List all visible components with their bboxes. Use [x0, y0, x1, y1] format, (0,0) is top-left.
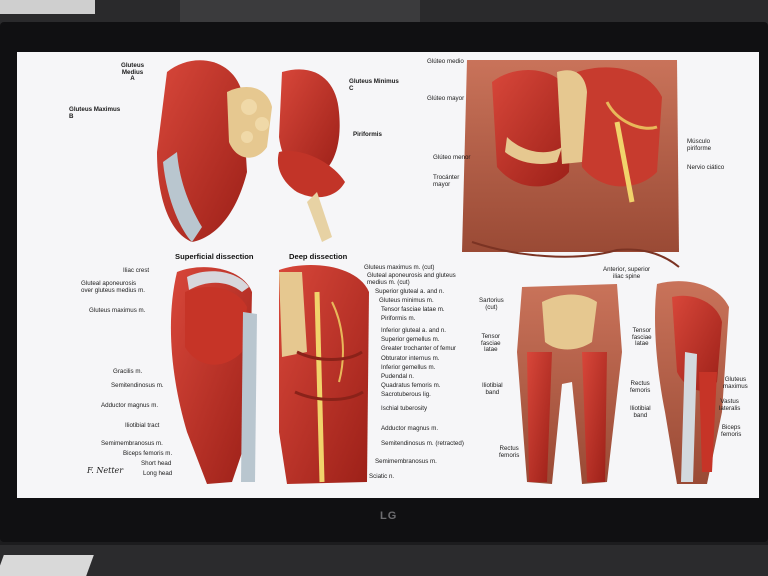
label-gluteus-maximus-m: Gluteus maximus m. [89, 307, 146, 314]
label-gluteus-minimus-m: Gluteus minimus m. [379, 297, 434, 304]
superficial-dissection-illustration [170, 267, 257, 484]
label-adductor-magnus: Adductor magnus m. [101, 402, 159, 409]
label-sciatic-n: Sciatic n. [369, 473, 395, 480]
label-tensor-fasciae-latae-left: Tensor fasciae latae [481, 333, 501, 353]
label-semitendinosus: Semitendinosus m. [111, 382, 164, 389]
label-iliotibial-band-left: Iliotibial band [482, 382, 503, 396]
label-pudendal-n: Pudendal n. [381, 373, 415, 380]
label-gracilis: Gracilis m. [113, 368, 143, 375]
label-semitendinosus-retracted: Semitendinosus m. (retracted) [381, 440, 464, 447]
label-superior-gemellus: Superior gemellus m. [381, 336, 440, 343]
label-rectus-femoris-right: Rectus femoris [630, 380, 651, 394]
label-musculo-piriforme: Músculo piriforme [687, 138, 712, 152]
label-iliac-crest: Iliac crest [123, 267, 150, 274]
label-tensor-fasciae-latae-right: Tensor fasciae latae [632, 327, 652, 347]
label-sacrotuberous-lig: Sacrotuberous lig. [381, 391, 431, 398]
background-object [180, 0, 420, 22]
desk-paper [0, 555, 94, 576]
label-vastus-lateralis: Vastus lateralis [719, 398, 741, 412]
label-inferior-gluteal-a-n: Inferior gluteal a. and n. [381, 327, 447, 334]
deep-dissection-title: Deep dissection [289, 252, 348, 261]
deep-dissection-illustration [279, 265, 369, 484]
label-adductor-magnus-m: Adductor magnus m. [381, 425, 439, 432]
lateral-thigh-illustration [654, 281, 729, 484]
window-light [0, 0, 95, 14]
label-biceps-femoris-lateral: Biceps femoris [721, 424, 742, 438]
label-biceps-femoris: Biceps femoris m. [123, 450, 173, 457]
label-gluteo-mayor: Glúteo mayor [427, 95, 465, 102]
superficial-dissection-title: Superficial dissection [175, 252, 254, 261]
label-sartorius-cut: Sartorius (cut) [479, 297, 504, 311]
label-gluteal-aponeurosis-cut: Gluteal aponeurosis and gluteus medius m… [367, 272, 456, 286]
label-long-head: Long head [143, 470, 173, 477]
label-inferior-gemellus: Inferior gemellus m. [381, 364, 436, 371]
label-ischial-tuberosity: Ischial tuberosity [381, 405, 428, 412]
label-trocanter-mayor: Trocánter mayor [433, 174, 460, 188]
label-gluteus-minimus: Gluteus Minimus C [349, 78, 399, 92]
label-iliotibial-tract: Iliotibial tract [125, 422, 160, 429]
netter-signature: F. Netter [87, 466, 124, 475]
label-asis: Anterior, superior iliac spine [603, 266, 651, 280]
label-gluteal-aponeurosis: Gluteal aponeurosis over gluteus medius … [81, 280, 145, 294]
label-piriformis: Piriformis [353, 131, 382, 138]
label-obturator-internus: Obturator internus m. [381, 355, 440, 362]
label-iliotibial-band-right: Iliotibial band [630, 405, 651, 419]
label-short-head: Short head [141, 460, 172, 467]
anterior-thigh-illustration [517, 284, 622, 484]
label-superior-gluteal-a-n: Superior gluteal a. and n. [375, 288, 445, 295]
label-gluteus-maximus: Gluteus Maximus B [69, 106, 121, 120]
label-nervio-ciatico: Nervio ciático [687, 164, 725, 171]
pelvis-gluteal-muscles-illustration [157, 60, 345, 242]
anatomy-illustrations [157, 60, 729, 484]
desk-surface [0, 545, 768, 576]
label-gluteo-menor: Glúteo menor [433, 154, 471, 161]
monitor-screen: Gluteus Medius A Gluteus Maximus B Glute… [17, 52, 759, 498]
label-semimembranosus: Semimembranosus m. [101, 440, 163, 447]
label-gluteus-maximus-cut: Gluteus maximus m. (cut) [364, 264, 435, 271]
label-gluteus-maximus-lateral: Gluteus maximus [723, 376, 748, 390]
label-greater-trochanter: Greater trochanter of femur [381, 345, 456, 352]
label-tensor-fasciae-latae-m: Tensor fasciae latae m. [381, 306, 445, 313]
gluteal-region-dissection-illustration [462, 60, 680, 268]
label-semimembranosus-m: Semimembranosus m. [375, 458, 437, 465]
monitor-brand-logo: LG [380, 510, 398, 522]
label-gluteo-medio: Glúteo medio [427, 58, 464, 65]
label-quadratus-femoris: Quadratus femoris m. [381, 382, 441, 389]
label-rectus-femoris-left: Rectus femoris [499, 445, 520, 459]
label-piriformis-m: Piriformis m. [381, 315, 416, 322]
label-gluteus-medius: Gluteus Medius A [121, 62, 145, 82]
